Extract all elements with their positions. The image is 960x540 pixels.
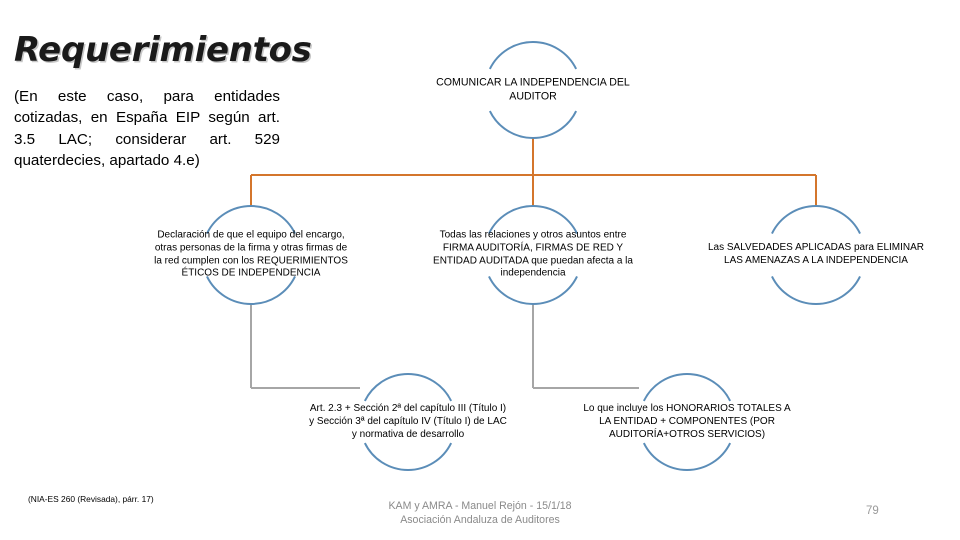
node-bot-1-arc-top — [642, 373, 732, 402]
diagram-node-relaciones-y-otros-asuntos[interactable]: Todas las relaciones y otros asuntos ent… — [410, 229, 656, 280]
node-text-line: AUDITOR — [509, 90, 557, 102]
page-title: Requerimientos — [14, 30, 312, 70]
node-text-line: Las SALVEDADES APLICADAS para ELIMINAR — [707, 242, 924, 254]
footer-credits-line1: KAM y AMRA - Manuel Rejón - 15/1/18 — [388, 500, 572, 512]
node-text-line: LA ENTIDAD + COMPONENTES (POR — [599, 415, 775, 427]
node-text-line: la red cumplen con los REQUERIMIENTOS — [154, 255, 348, 266]
node-text-line: ENTIDAD AUDITADA que puedan afecta a la — [433, 255, 633, 266]
node-text-line: Art. 2.3 + Sección 2ª del capítulo III (… — [309, 402, 507, 414]
footer-credits-line2: Asociación Andaluza de Auditores — [400, 514, 560, 527]
node-text-line: Lo que incluye los HONORARIOS TOTALES A — [583, 402, 791, 414]
node-text-line: otras personas de la firma y otras firma… — [154, 242, 348, 254]
node-text-line: AUDITORÍA+OTROS SERVICIOS) — [608, 428, 766, 440]
node-root-arc-top — [488, 41, 578, 70]
diagram-node-declaracion-requerimientos-eticos[interactable]: Declaración de que el equipo del encargo… — [128, 229, 374, 280]
source-footnote: (NIA-ES 260 (Revisada), párr. 17) — [28, 494, 154, 504]
node-root-arc-bottom — [488, 110, 578, 139]
node-mid-2-arc-bottom — [771, 276, 861, 305]
node-text-line: Todas las relaciones y otros asuntos ent… — [439, 229, 627, 241]
node-mid-0-arc-bottom — [206, 276, 296, 305]
node-text-line: COMUNICAR LA INDEPENDENCIA DEL — [436, 76, 630, 89]
node-text-line: y Sección 3ª del capítulo IV (Título I) … — [309, 415, 507, 427]
node-bot-1-arc-bottom — [642, 442, 732, 471]
node-text-line: LAS AMENAZAS A LA INDEPENDENCIA — [724, 255, 908, 266]
page-number: 79 — [866, 505, 879, 517]
node-text-line: Declaración de que el equipo del encargo… — [157, 229, 345, 241]
node-bot-0-arc-bottom — [363, 442, 453, 471]
diagram-node-art-23-seccion-2a-lac[interactable]: Art. 2.3 + Sección 2ª del capítulo III (… — [277, 403, 539, 441]
node-mid-1-arc-bottom — [488, 276, 578, 305]
node-text-line: y normativa de desarrollo — [351, 428, 465, 440]
node-text-line: independencia — [500, 267, 566, 279]
footer-credits: KAM y AMRA - Manuel Rejón - 15/1/18 Asoc… — [0, 499, 960, 528]
node-text-line: ÉTICOS DE INDEPENDENCIA — [181, 267, 321, 279]
node-bot-0-arc-top — [363, 373, 453, 402]
node-text-line: FIRMA AUDITORÍA, FIRMAS DE RED Y — [442, 242, 624, 254]
node-mid-2-arc-top — [771, 205, 861, 234]
lead-paragraph: (En este caso, para entidades cotizadas,… — [14, 88, 280, 170]
